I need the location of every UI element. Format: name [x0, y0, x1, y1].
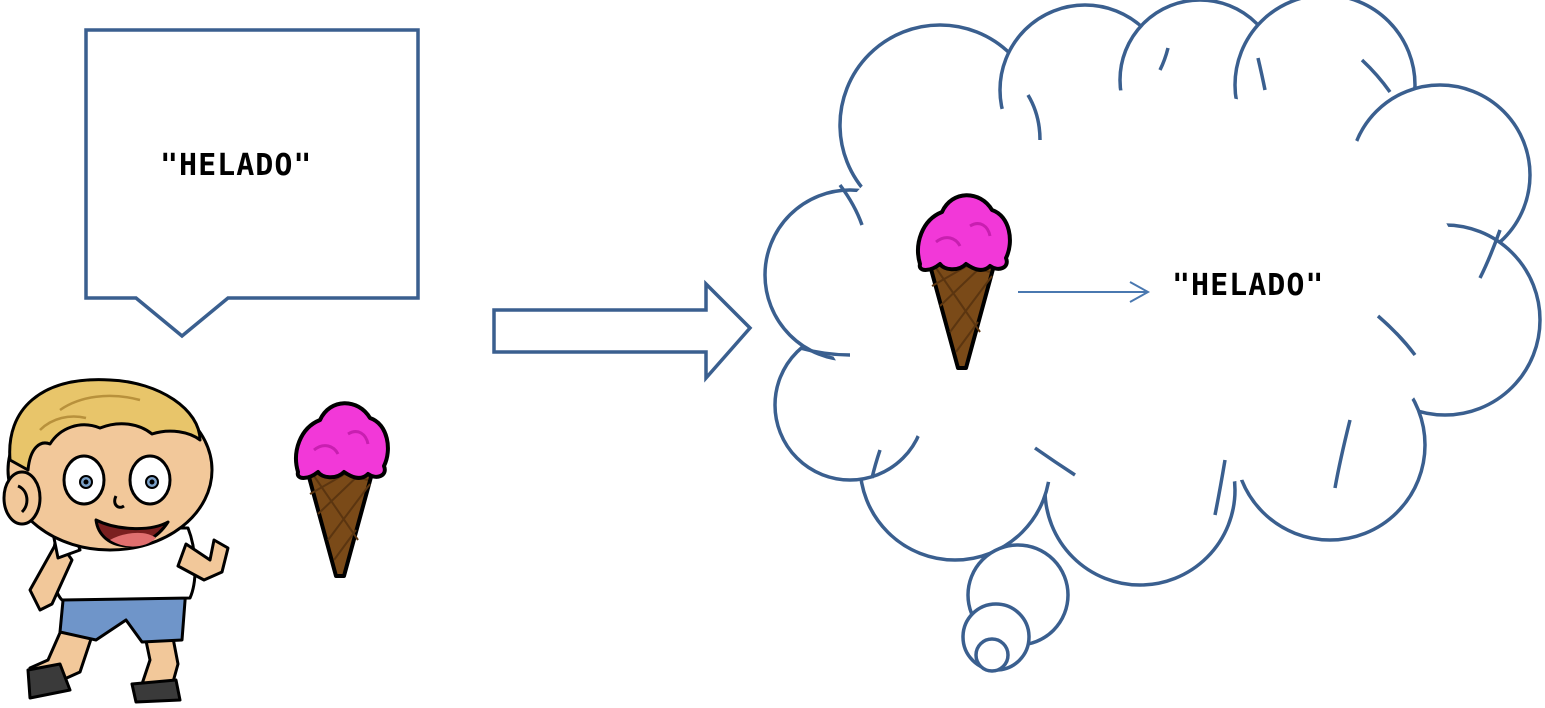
- speech-bubble-text: "HELADO": [160, 148, 313, 183]
- block-arrow: [494, 284, 750, 378]
- ice-cream-icon: [296, 403, 388, 576]
- boy-character: [4, 380, 228, 702]
- thought-cloud: [765, 0, 1540, 585]
- speech-bubble: [86, 30, 418, 336]
- thought-bubble-text: "HELADO": [1172, 268, 1325, 303]
- thought-dot-small: [976, 639, 1008, 671]
